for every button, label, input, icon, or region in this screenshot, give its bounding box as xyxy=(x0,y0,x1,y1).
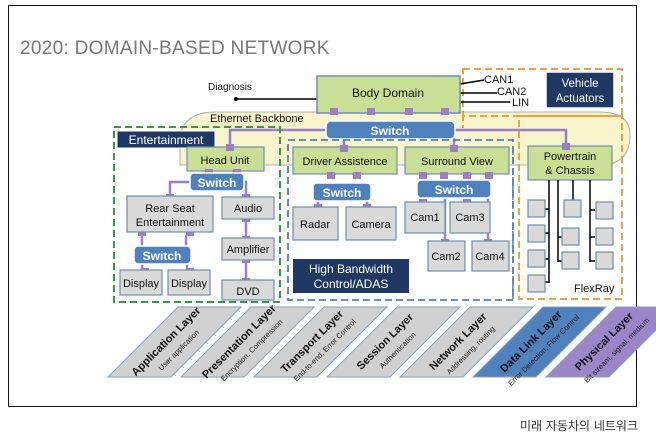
vehicle-actuators-line1: Vehicle xyxy=(561,78,598,90)
osi-layer-shape xyxy=(325,306,462,378)
ethernet-backbone-label: Ethernet Backbone xyxy=(210,113,304,125)
rear-seat-switch xyxy=(133,245,192,265)
body-domain-label: Body Domain xyxy=(352,86,424,100)
head-unit-label: Head Unit xyxy=(201,155,250,167)
adas-badge xyxy=(293,259,409,293)
vehicle-actuators-badge xyxy=(545,71,615,109)
osi-layer-shape xyxy=(544,306,656,378)
radar-box xyxy=(292,206,339,241)
display-1-box xyxy=(119,269,163,296)
driver-assist-switch-label: Switch xyxy=(323,186,362,200)
cam2-box xyxy=(427,240,466,272)
body-domain-connectors xyxy=(330,108,449,115)
amplifier-label: Amplifier xyxy=(227,244,270,256)
display-2-box xyxy=(167,269,211,296)
page-title: 2020: DOMAIN-BASED NETWORK xyxy=(20,38,330,59)
rear-seat-switch-label: Switch xyxy=(143,249,182,263)
camera-label: Camera xyxy=(351,219,391,231)
diagnosis-label: Diagnosis xyxy=(208,82,252,93)
adas-badge-line2: Control/ADAS xyxy=(314,277,389,291)
osi-layer-shape xyxy=(252,306,389,378)
surround-view-label: Surround View xyxy=(421,156,493,168)
adas-zone xyxy=(287,139,514,301)
display-2-label: Display xyxy=(171,278,208,290)
flexray-ecus xyxy=(527,199,614,293)
entertainment-zone xyxy=(113,126,281,303)
surround-view-switch-label: Switch xyxy=(435,183,474,197)
powertrain-box xyxy=(527,145,613,181)
driver-assist-switch xyxy=(312,182,372,202)
entertainment-label: Entertainment xyxy=(129,133,204,147)
can1-label: CAN1 xyxy=(484,74,513,86)
cam4-box xyxy=(471,240,510,272)
rear-seat-line2: Entertainment xyxy=(136,217,204,229)
rear-seat-line1: Rear Seat xyxy=(145,203,195,215)
body-domain-box xyxy=(316,75,461,114)
cam4-label: Cam4 xyxy=(475,251,504,263)
camera-box xyxy=(345,206,397,241)
powertrain-line1: Powertrain xyxy=(544,151,597,163)
powertrain-line2: & Chassis xyxy=(545,165,595,177)
osi-layer-shape xyxy=(179,306,316,378)
entertainment-badge xyxy=(116,130,216,149)
main-switch xyxy=(325,120,456,140)
amplifier-box xyxy=(221,237,275,261)
audio-box xyxy=(221,196,275,220)
dvd-label: DVD xyxy=(236,286,259,298)
driver-assistence-label: Driver Assistence xyxy=(303,156,388,168)
radar-label: Radar xyxy=(300,219,330,231)
flexray-label: FlexRay xyxy=(574,283,615,295)
lin-label: LIN xyxy=(512,97,529,109)
figure-caption: 미래 자동차의 네트워크 xyxy=(519,419,638,433)
adas-badge-line1: High Bandwidth xyxy=(309,262,393,276)
osi-layer-shape xyxy=(398,306,535,378)
rear-seat-entertainment-box xyxy=(126,195,214,233)
cam1-box xyxy=(404,201,446,234)
flexray-bus xyxy=(545,180,595,283)
cam1-label: Cam1 xyxy=(410,212,439,224)
head-unit-switch-label: Switch xyxy=(198,176,237,190)
main-switch-label: Switch xyxy=(371,124,410,138)
dvd-box xyxy=(221,279,275,301)
display-1-label: Display xyxy=(123,278,160,290)
cam2-label: Cam2 xyxy=(431,251,460,263)
surround-view-switch xyxy=(416,179,492,199)
osi-layer-shape xyxy=(471,306,608,378)
head-unit-switch xyxy=(189,172,245,192)
cam3-label: Cam3 xyxy=(455,212,484,224)
cam3-box xyxy=(449,201,491,234)
head-unit-box xyxy=(186,146,265,172)
audio-label: Audio xyxy=(234,203,262,215)
vehicle-actuators-line2: Actuators xyxy=(556,93,605,105)
can2-label: CAN2 xyxy=(497,86,526,98)
osi-layer-shape xyxy=(106,306,243,378)
